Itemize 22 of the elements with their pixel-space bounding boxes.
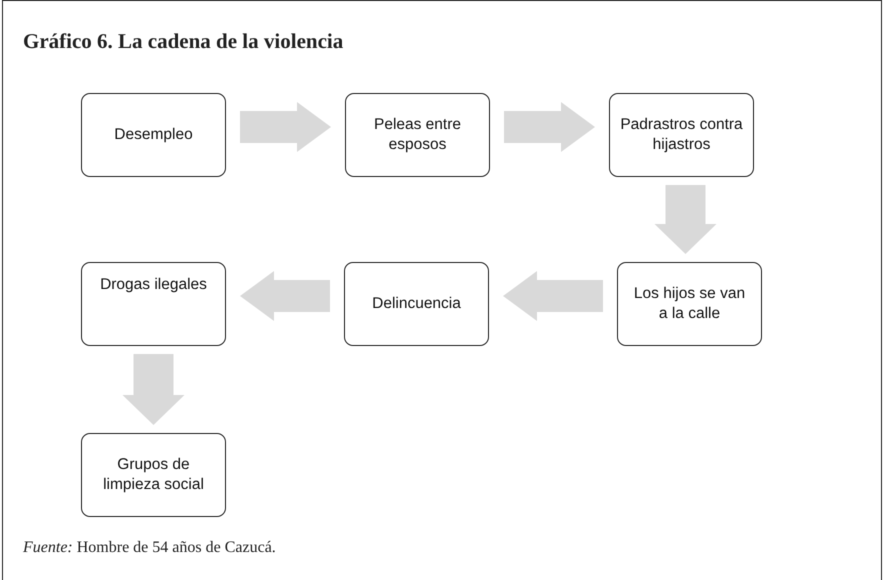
process-box [81,262,226,346]
box-label: Los hijos se van a la calle [632,284,746,324]
box-label: Drogas ilegales [100,275,207,295]
block-arrow [240,102,331,152]
block-arrow [654,185,716,254]
block-arrow [240,271,330,321]
figure-title: Gráfico 6. La cadena de la violencia [23,29,344,54]
process-box [81,93,226,177]
box-label: Padrastros contra hijastros [620,114,743,155]
process-box [609,93,754,177]
block-arrow [503,271,603,321]
box-label: Delincuencia [372,294,461,314]
box-label: Peleas entre esposos [372,114,462,155]
process-box [81,433,226,517]
process-box [345,93,490,177]
process-box [617,262,762,346]
box-label: Grupos de limpieza social [102,454,205,495]
source-note: Fuente: Hombre de 54 años de Cazucá. [23,539,276,557]
process-box [344,262,489,346]
box-label: Desempleo [114,124,193,145]
block-arrow [122,354,184,425]
block-arrow [504,102,595,152]
